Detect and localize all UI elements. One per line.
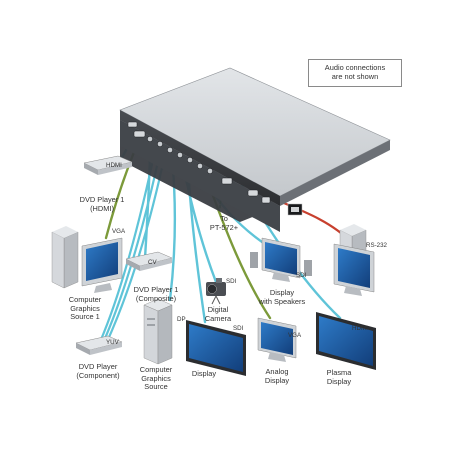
bnc-connector xyxy=(147,136,153,142)
lan-port xyxy=(261,196,271,204)
monitor-screen xyxy=(86,242,118,281)
digital-camera xyxy=(206,278,226,305)
tag-sdi-camera: SDI xyxy=(226,278,237,285)
dvi-port xyxy=(221,177,233,185)
tag-dp: DP xyxy=(177,316,186,323)
connector-row-1 xyxy=(137,131,213,174)
bnc-connector xyxy=(197,163,203,169)
switcher-rear-face xyxy=(120,120,280,232)
audio-note: Audio connections are not shown xyxy=(308,59,402,87)
tag-vga-in: VGA xyxy=(112,228,126,235)
switcher-device xyxy=(119,67,391,232)
dvd-player-composite xyxy=(125,251,173,271)
display-screen xyxy=(319,316,373,366)
speaker xyxy=(250,252,258,268)
computer-graphics-source xyxy=(143,298,173,365)
monitor-screen xyxy=(338,248,370,288)
switcher-front xyxy=(280,140,390,206)
tag-yuv: YUV xyxy=(106,339,119,346)
bnc-connector xyxy=(167,147,173,153)
label-dvd-player-composite: DVD Player 1 (Composite) xyxy=(133,285,179,303)
display-flat xyxy=(186,320,246,376)
tag-cv: CV xyxy=(148,259,157,266)
display-with-speakers xyxy=(250,237,312,282)
rs232-port xyxy=(247,189,259,197)
tag-sdi-speakers: SDI xyxy=(296,272,307,279)
display-screen xyxy=(261,322,293,355)
speaker xyxy=(304,260,312,276)
switcher-back-panel xyxy=(120,110,280,206)
label-to-pt-572: To PT-572+ xyxy=(209,214,239,232)
bnc-connector xyxy=(157,141,163,147)
label-dvd-player-hdmi: DVD Player 1 (HDMI) xyxy=(79,195,125,213)
power-socket xyxy=(287,203,303,216)
plasma-display xyxy=(316,312,376,370)
tag-hdmi-out: HDMI xyxy=(352,325,368,332)
vga-port xyxy=(133,130,146,138)
tag-vga-out: VGA xyxy=(288,332,302,339)
dvd-player-hdmi xyxy=(83,155,133,175)
label-computer-graphics-source-1: Computer Graphics Source 1 xyxy=(68,295,102,322)
bnc-connector xyxy=(187,157,193,163)
label-analog-display: Analog Display xyxy=(264,367,290,385)
analog-display xyxy=(257,317,297,362)
display-screen xyxy=(189,324,243,372)
bnc-connector xyxy=(207,168,213,174)
tag-hdmi-in: HDMI xyxy=(106,162,122,169)
label-digital-camera: Digital Camera xyxy=(204,305,232,323)
tag-rs232: RS-232 xyxy=(366,242,387,249)
label-display-with-speakers: Display with Speakers xyxy=(258,288,306,306)
label-display: Display xyxy=(191,369,217,378)
tag-sdi-display: SDI xyxy=(233,325,244,332)
label-computer-graphics-source: Computer Graphics Source xyxy=(139,365,173,392)
label-plasma-display: Plasma Display xyxy=(326,368,352,386)
dvd-player-component xyxy=(75,335,123,355)
label-dvd-player-component: DVD Player (Component) xyxy=(76,362,120,380)
hdmi-port xyxy=(127,121,138,128)
display-screen xyxy=(265,242,297,275)
bnc-connector xyxy=(177,152,183,158)
computer-graphics-source-1 xyxy=(51,226,123,293)
rs232-controller-pc xyxy=(333,224,375,296)
connector-row-2 xyxy=(127,121,271,204)
